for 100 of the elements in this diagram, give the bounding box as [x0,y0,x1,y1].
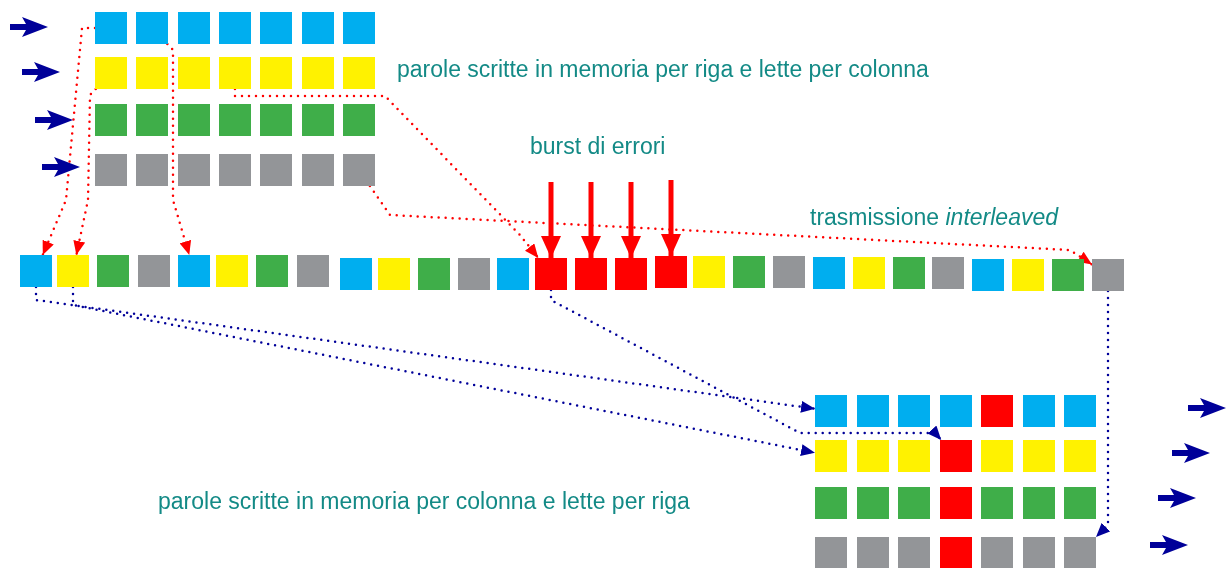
square-block [260,104,293,136]
square-block [1064,487,1096,519]
arrow [233,87,540,260]
square-block [972,259,1004,291]
square-block [939,395,972,427]
square-block [256,255,288,287]
square-block [340,258,372,290]
square-block [1092,259,1124,291]
arrow [549,288,943,442]
square-block [136,12,169,44]
square-block [218,154,251,186]
square-block [95,12,127,44]
square-block [418,258,450,290]
square-block [655,256,687,288]
square-block [136,57,169,89]
square-block [177,104,210,136]
square-block [939,487,972,519]
square-block [177,57,210,89]
square-block [136,154,169,186]
square-block [898,537,930,568]
square-block [856,395,889,427]
square-block [575,258,607,290]
square-block [260,57,293,89]
square-block [535,258,567,290]
square-block [178,255,210,287]
square-block [97,255,129,287]
square-block [218,104,251,136]
square-block [136,104,169,136]
caption-text: parole scritte in memoria per riga e lette per colonna [397,56,929,83]
square-block [898,395,930,427]
square-block [1064,537,1096,568]
square-block [177,154,210,186]
square-block [301,104,334,136]
square-block [1022,487,1055,519]
square-block [693,256,725,288]
square-block [1012,259,1044,291]
square-block [260,12,293,44]
square-block [458,258,490,290]
square-block [95,57,127,89]
square-block [815,395,847,427]
arrow [661,180,681,256]
square-block [342,57,375,89]
arrow [621,182,641,258]
square-block [260,154,293,186]
square-block [815,440,847,472]
square-block [57,255,89,287]
square-block [138,255,170,287]
square-block [1052,259,1084,291]
square-block [95,154,127,186]
square-block [218,12,251,44]
square-block [981,537,1013,568]
square-block [218,57,251,89]
arrow [73,87,97,257]
square-block [1064,440,1096,472]
square-block [939,440,972,472]
arrow [368,184,1094,266]
square-block [853,257,885,289]
square-block [815,537,847,568]
square-block [1022,395,1055,427]
square-block [939,537,972,568]
square-block [1022,440,1055,472]
square-block [20,255,52,287]
square-block [733,256,765,288]
square-block [1064,395,1096,427]
square-block [342,154,375,186]
square-block [773,256,805,288]
square-block [301,154,334,186]
arrow [34,285,817,413]
square-block [981,395,1013,427]
square-block [813,257,845,289]
square-block [177,12,210,44]
square-block [1022,537,1055,568]
arrow [166,42,192,257]
square-block [216,255,248,287]
square-block [297,255,329,287]
arrow [71,285,817,456]
square-block [981,487,1013,519]
caption-text: burst di errori [530,133,666,160]
arrow [1094,289,1111,539]
arrow [41,26,97,257]
square-block [342,12,375,44]
square-block [856,487,889,519]
caption-text: parole scritte in memoria per colonna e lette per riga [158,488,690,515]
square-block [301,57,334,89]
square-block [615,258,647,290]
square-block [898,440,930,472]
square-block [815,487,847,519]
square-block [95,104,127,136]
square-block [856,537,889,568]
caption-text: trasmissione interleaved [810,204,1058,231]
square-block [497,258,529,290]
square-block [378,258,410,290]
square-block [856,440,889,472]
square-block [898,487,930,519]
arrow [581,182,601,258]
square-block [932,257,964,289]
square-block [981,440,1013,472]
square-block [893,257,925,289]
square-block [342,104,375,136]
square-block [301,12,334,44]
